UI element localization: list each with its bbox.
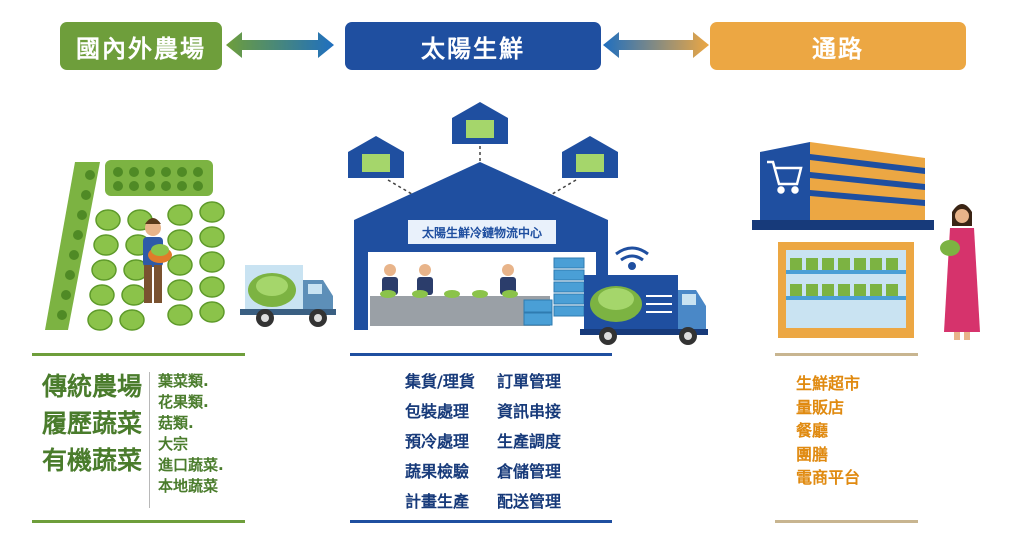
- farm-rule-bottom: [32, 520, 245, 523]
- double-arrow-icon: [226, 32, 334, 58]
- center-rule-bottom: [350, 520, 612, 523]
- data-box-icon: [452, 102, 508, 144]
- truck-icon: [580, 275, 708, 345]
- center-rule-top: [350, 353, 612, 356]
- truck-icon: [240, 265, 336, 327]
- double-arrow-icon: [603, 32, 709, 58]
- header-center: 太陽生鮮: [345, 22, 601, 70]
- center-list-col1: 集貨/理貨 包裝處理 預冷處理 蔬果檢驗 計畫生產: [405, 367, 475, 517]
- farmer-figure: [143, 218, 172, 303]
- channel-rule-top: [775, 353, 918, 356]
- header-channel: 通路: [710, 22, 966, 70]
- warehouse-illustration: 太陽生鮮冷鏈物流中心: [348, 102, 708, 345]
- list-item: 預冷處理: [405, 432, 470, 451]
- channel-list: 生鮮超市 量販店 餐廳 團膳 電商平台: [796, 372, 860, 490]
- data-box-icon: [348, 136, 404, 178]
- list-item: 生產調度: [497, 432, 562, 451]
- list-item: 傳統農場: [42, 372, 143, 401]
- wifi-icon: [615, 246, 649, 270]
- farm-divider: [149, 372, 150, 508]
- list-item: 資訊串接: [497, 402, 562, 421]
- list-item: 葉菜類.: [158, 372, 209, 390]
- retail-illustration: [752, 142, 980, 340]
- farm-main-list: 傳統農場 履歷蔬菜 有機蔬菜: [42, 368, 142, 479]
- shopper-figure: [940, 204, 980, 340]
- warehouse-sign: 太陽生鮮冷鏈物流中心: [422, 225, 542, 240]
- farm-sub-list: 葉菜類. 花果類. 菇類. 大宗 進口蔬菜. 本地蔬菜: [158, 371, 224, 497]
- list-item: 花果類.: [158, 393, 209, 411]
- list-item: 配送管理: [497, 492, 562, 511]
- list-item: 倉儲管理: [497, 462, 562, 481]
- list-item: 履歷蔬菜: [42, 409, 143, 438]
- list-item: 團膳: [796, 444, 829, 464]
- list-item: 本地蔬菜: [158, 477, 219, 495]
- header-farm: 國內外農場: [60, 22, 222, 70]
- list-item: 有機蔬菜: [42, 446, 143, 475]
- list-item: 生鮮超市: [796, 374, 861, 393]
- list-item: 菇類.: [158, 414, 194, 432]
- channel-rule-bottom: [775, 520, 918, 523]
- data-box-icon: [562, 136, 618, 178]
- list-item: 餐廳: [796, 421, 829, 440]
- farm-illustration: [45, 160, 336, 331]
- list-item: 量販店: [796, 397, 845, 417]
- list-item: 集貨/理貨: [405, 372, 475, 391]
- shopping-cart-icon: [767, 160, 803, 194]
- center-list-col2: 訂單管理 資訊串接 生產調度 倉儲管理 配送管理: [497, 367, 561, 517]
- list-item: 計畫生產: [405, 492, 470, 511]
- list-item: 包裝處理: [405, 402, 470, 421]
- list-item: 蔬果檢驗: [405, 462, 470, 481]
- list-item: 訂單管理: [497, 372, 562, 391]
- list-item: 進口蔬菜.: [158, 456, 224, 474]
- farm-rule-top: [32, 353, 245, 356]
- list-item: 電商平台: [796, 468, 861, 487]
- list-item: 大宗: [158, 435, 189, 453]
